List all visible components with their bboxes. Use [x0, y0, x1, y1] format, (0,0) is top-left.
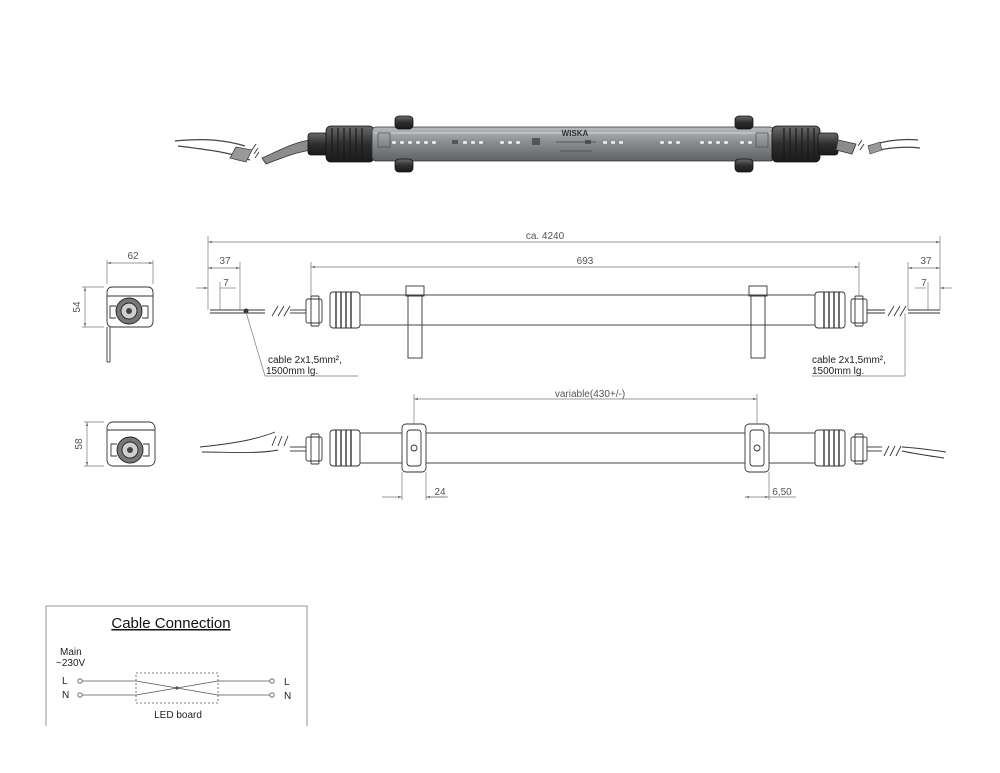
dim-variable-spacing: variable(430+/-) [555, 389, 625, 400]
side-tube [359, 294, 816, 326]
render-gland-right [817, 132, 839, 156]
wiring-schematic [77, 672, 275, 704]
end-view-top [106, 286, 154, 363]
bottom-view [199, 423, 947, 473]
dim-left-end: 37 [219, 256, 231, 267]
side-view-dims [196, 236, 952, 377]
side-view [210, 285, 940, 359]
cable-note-right-line1: cable 2x1,5mm², [812, 355, 886, 366]
bottom-view-dims [382, 394, 796, 500]
end-view-top-dims [82, 260, 154, 328]
dim-clip-width: 24 [434, 487, 446, 498]
dim-clip-spacing: 693 [577, 256, 594, 267]
terminal-l-out: L [284, 677, 290, 688]
dim-left-lead: 7 [223, 278, 229, 289]
terminal-n-in: N [62, 690, 69, 701]
cable-connection-title: Cable Connection [111, 615, 230, 632]
cable-note-right-line2: 1500mm lg. [812, 366, 864, 377]
dim-end-height-top: 54 [72, 301, 83, 313]
render-clip-right-top [734, 115, 754, 130]
render-gland-left [307, 132, 329, 156]
main-label: Main [60, 647, 82, 658]
dim-overall-length: ca. 4240 [526, 231, 565, 242]
dim-right-lead: 7 [921, 278, 927, 289]
terminal-n-out: N [284, 691, 291, 702]
render-cable-left [174, 138, 246, 147]
cable-note-left-line1: cable 2x1,5mm², [268, 355, 342, 366]
dim-right-end: 37 [920, 256, 932, 267]
render-brand-label: WISKA [562, 129, 589, 138]
end-view-bottom [106, 421, 156, 467]
render-clip-left-top [394, 115, 414, 130]
led-board-label: LED board [154, 710, 202, 721]
cable-connection-box [45, 605, 308, 726]
voltage-label: ~230V [56, 658, 86, 669]
dim-end-width: 62 [127, 251, 139, 262]
terminal-l-in: L [62, 676, 68, 687]
cable-note-left-line2: 1500mm lg. [266, 366, 318, 377]
product-render: WISKA [174, 115, 921, 173]
bottom-tube [359, 432, 816, 464]
dim-end-height-bottom: 58 [74, 438, 85, 450]
dim-clip-offset: 6,50 [772, 487, 792, 498]
led-board-symbol [135, 672, 219, 704]
